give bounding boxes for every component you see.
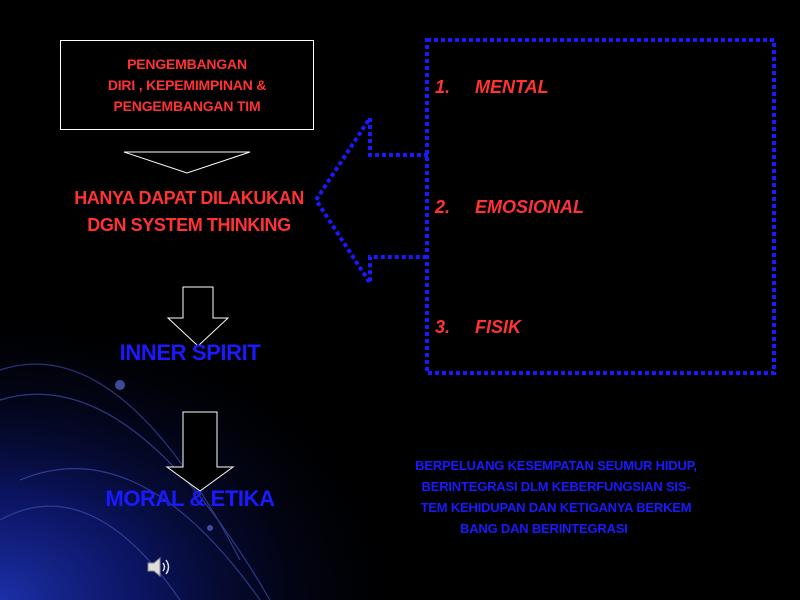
list-frame [425,38,776,375]
list-number: 1. [435,77,451,97]
list-label: EMOSIONAL [475,197,585,217]
note-line-4: BANG DAN BERINTEGRASI [460,521,628,536]
development-line-3: PENGEMBANGAN TIM [113,97,261,114]
down-arrow-moral-etika [165,411,235,492]
list-item-emosional: 2. EMOSIONAL [435,197,584,218]
note-line-2: BERINTEGRASI DLM KEBERFUNGSIAN SIS- [421,479,691,494]
list-label: MENTAL [475,77,549,97]
list-number: 2. [435,197,451,217]
list-item-fisik: 3. FISIK [435,317,521,338]
development-box-text: PENGEMBANGAN DIRI , KEPEMIMPINAN & PENGE… [107,54,267,117]
down-arrow-top [123,151,251,174]
note-line-1: BERPELUANG KESEMPATAN SEUMUR HIDUP, [415,458,697,473]
inner-spirit-label: INNER SPIRIT [119,340,261,365]
down-arrow-inner-spirit [166,286,230,347]
system-thinking-heading: HANYA DAPAT DILAKUKAN DGN SYSTEM THINKIN… [58,185,320,239]
list-label: FISIK [475,317,522,337]
system-thinking-line-2: DGN SYSTEM THINKING [87,215,291,235]
list-number: 3. [435,317,451,337]
moral-etika-label: MORAL & ETIKA [105,486,275,511]
list-item-mental: 1. MENTAL [435,77,549,98]
system-thinking-line-1: HANYA DAPAT DILAKUKAN [74,188,304,208]
dotted-connector-arrow [313,111,428,290]
opportunity-note: BERPELUANG KESEMPATAN SEUMUR HIDUP, BERI… [380,455,732,539]
development-line-1: PENGEMBANGAN [127,55,247,72]
speaker-icon[interactable] [146,555,174,579]
development-line-2: DIRI , KEPEMIMPINAN & [107,76,267,93]
development-box: PENGEMBANGAN DIRI , KEPEMIMPINAN & PENGE… [60,40,314,130]
decorative-curves [0,363,271,600]
note-line-3: TEM KEHIDUPAN DAN KETIGANYA BERKEM [420,500,692,515]
